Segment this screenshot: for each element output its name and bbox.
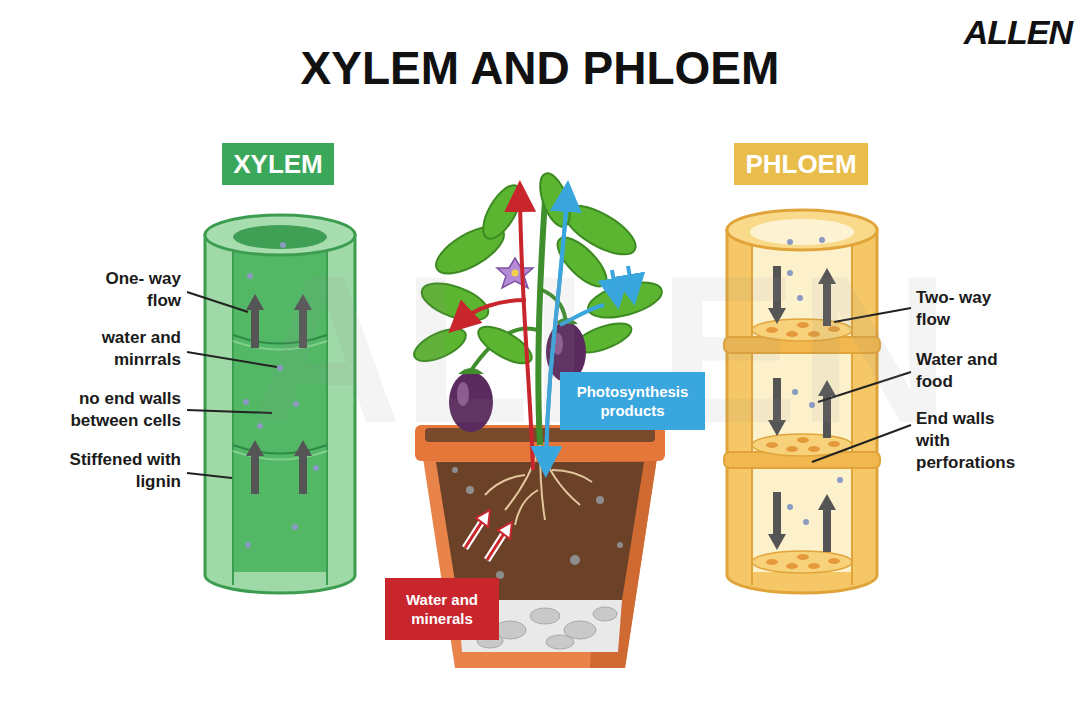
box-text: PHLOEM — [745, 149, 856, 179]
flow-label-box: Water and minerals — [385, 578, 499, 640]
box-text: Photosynthesis products — [572, 382, 694, 420]
box-text: XYLEM — [233, 149, 323, 179]
callout-label: Stiffened with lignin — [41, 449, 181, 493]
watermark: ALLEN — [250, 235, 950, 465]
box-text: Water and minerals — [396, 590, 488, 628]
callout-label: Two- way flow — [916, 287, 1026, 331]
callout-label: water and minrrals — [71, 327, 181, 371]
xylem-vessel — [205, 215, 355, 593]
phloem-sieve-tube — [724, 210, 880, 593]
flower — [497, 258, 533, 288]
brand-logo: ALLEN — [964, 12, 1072, 52]
callout-label: One- way flow — [71, 268, 181, 312]
callout-label: no end walls between cells — [41, 388, 181, 432]
callout-label: Water and food — [916, 349, 1026, 393]
section-heading-box: XYLEM — [222, 143, 334, 185]
diagram-title: XYLEM AND PHLOEM — [0, 40, 1080, 96]
section-heading-box: PHLOEM — [734, 143, 868, 185]
callout-label: End walls with perforations — [916, 408, 1026, 474]
flow-label-box: Photosynthesis products — [560, 372, 705, 430]
